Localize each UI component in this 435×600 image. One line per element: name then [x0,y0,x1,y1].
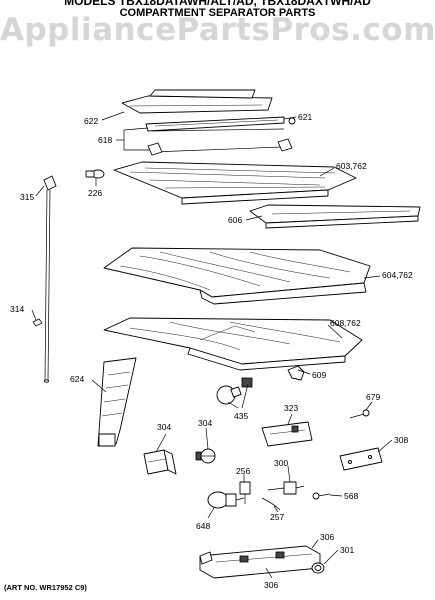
part-300-switch [267,481,305,495]
callout-226: 226 [88,188,102,198]
part-608-pan [103,317,363,371]
callout-603: 603,762 [336,161,367,171]
part-622-cover [121,89,273,114]
callout-306b: 306 [264,580,278,590]
part-226-knob [85,169,105,179]
callout-300: 300 [274,458,288,468]
part-304-thermostat [195,448,216,464]
callout-308: 308 [394,435,408,445]
part-604-separator [103,247,371,305]
part-679-screw [349,409,370,419]
callout-314: 314 [10,304,24,314]
callout-609: 609 [312,370,326,380]
part-648-motor [207,491,245,509]
part-301-grommet [311,562,325,574]
callout-306a: 306 [320,532,334,542]
leader-lines [31,111,393,579]
callout-256: 256 [236,466,250,476]
part-606-trim [249,204,421,229]
part-609-clip [287,365,305,381]
diagram-title: MODELS TBX18DATAWH/ALT/AD, TBX18DAXTWH/A… [64,0,371,8]
callout-304a: 304 [157,422,171,432]
callout-648: 648 [196,521,210,531]
callout-624: 624 [70,374,84,384]
callout-608: 608,762 [330,318,361,328]
callout-604: 604,762 [382,270,413,280]
part-304-control [143,449,177,475]
part-624-duct [97,357,137,447]
part-306-housing [199,545,321,579]
callout-618: 618 [98,135,112,145]
callout-301: 301 [340,545,354,555]
callout-323: 323 [284,403,298,413]
part-603-shelf [113,161,357,205]
diagram-subtitle: COMPARTMENT SEPARATOR PARTS [119,7,316,19]
part-308-bracket [339,447,383,471]
callout-679: 679 [366,392,380,402]
part-621-rail [145,116,296,132]
watermark: AppliancePartsPros.com [0,12,435,48]
part-256-socket [239,481,251,504]
part-435-bulb [216,377,253,405]
part-618-rods [147,128,293,156]
part-323-bracket [261,421,313,447]
callout-606: 606 [228,215,242,225]
callout-621: 621 [298,112,312,122]
callout-622: 622 [84,116,98,126]
callout-315: 315 [20,192,34,202]
part-315-314-rod [32,175,57,383]
art-number: (ART NO. WR17952 C9) [4,583,87,592]
part-568-screw [312,492,331,500]
callout-568: 568 [344,491,358,501]
callout-435: 435 [234,411,248,421]
part-257-wire [261,497,281,511]
callout-257: 257 [270,512,284,522]
callout-304b: 304 [198,418,212,428]
